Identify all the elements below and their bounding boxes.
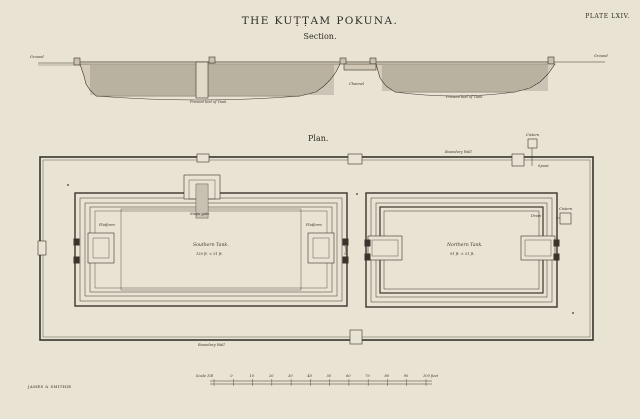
northern-tank-name: Northern Tank. (447, 243, 483, 248)
label-roadway: Roadway (344, 238, 348, 255)
scale-tick-label: 80 (384, 374, 390, 378)
gate-north-west (196, 153, 210, 163)
southern-tank-dimensions: 130 ft. × 51 ft. (196, 252, 223, 256)
label-ground-right: Ground (594, 54, 608, 58)
label-boundary-wall-bottom: Boundary Wall (198, 343, 225, 347)
scale-tick-label: 40 (307, 374, 312, 378)
scale-bar (210, 379, 432, 386)
label-cistern-small: Cistern (559, 207, 573, 211)
plate-title: THE KUṬṬAM POKUNA. (241, 15, 399, 27)
scale-tick-label: 10 (249, 374, 255, 378)
label-boundary-wall-top: Boundary Wall (445, 150, 472, 154)
plan-heading: Plan. (308, 134, 329, 143)
artist-credit: JAMES & SMITHIE (28, 384, 72, 389)
label-platform-right: Platform (306, 223, 322, 227)
scale-tick-label: 5 (211, 374, 214, 378)
cistern-top (527, 138, 538, 149)
scale-tick-label: 20 (268, 374, 274, 378)
section-heading: Section. (303, 32, 337, 41)
label-drain: Drain (531, 214, 542, 218)
southern-tank (73, 174, 349, 307)
southern-tank-name: Southern Tank. (193, 243, 229, 248)
label-floor-north: Present bed of Tank (446, 95, 483, 99)
label-ground-left: Ground (30, 55, 44, 59)
northern-tank-dimensions: 91 ft. × 51 ft. (450, 252, 475, 256)
gate-south (349, 329, 363, 345)
label-steps-gate: Steps gate (190, 212, 210, 216)
scale-tick-label: 90 (403, 374, 409, 378)
scale-tick-label: 70 (365, 374, 370, 378)
label-platform-left: Platform (99, 223, 115, 227)
label-spout: Spout (538, 164, 549, 168)
scale-tick-label: 100 feet (423, 374, 439, 378)
plate-number: PLATE LXIV. (585, 13, 630, 20)
cistern-right (559, 212, 572, 225)
scale-tick-label: 30 (288, 374, 293, 378)
scale-tick-label: 60 (345, 374, 351, 378)
scale-label: Scale 10 (196, 374, 212, 378)
label-cistern: Cistern (526, 133, 540, 137)
scale-tick-label: 50 (326, 374, 332, 378)
northern-tank (364, 192, 560, 308)
gate-west (37, 240, 47, 256)
label-channel: Channel (349, 82, 365, 86)
section-drawing (38, 56, 605, 101)
plan-drawing (37, 138, 594, 345)
gate-north-east (511, 153, 525, 167)
scale-tick-label: 0 (230, 374, 233, 378)
label-floor-south: Present bed of Tank (190, 100, 227, 104)
gate-north-center (347, 153, 363, 165)
